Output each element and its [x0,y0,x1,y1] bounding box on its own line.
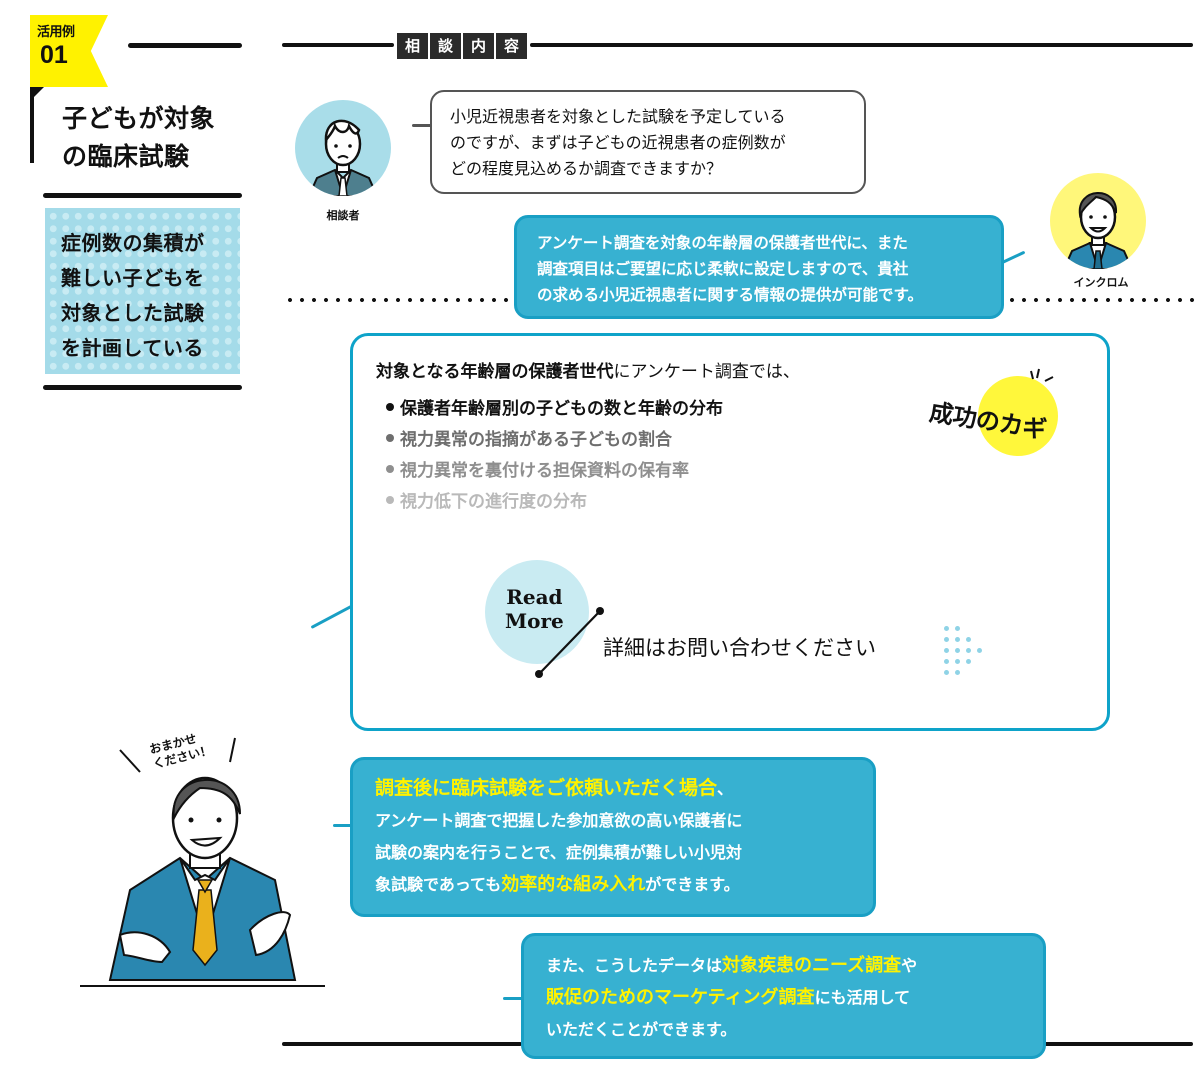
worried-man-icon [307,119,379,196]
case-title: 子どもが対象 の臨床試験 [62,104,216,171]
bullet-icon [386,465,394,473]
divider-title [43,193,242,198]
key-lead: 対象となる年齢層の保護者世代にアンケート調査では、 [376,362,800,382]
emphasis-lines-icon [1030,368,1054,382]
read-more-button[interactable] [485,560,589,664]
section-bottom-line-right [1044,1042,1193,1046]
section-line-right [530,43,1193,47]
company-label: インクロム [1073,276,1129,289]
success-key-circle [978,376,1058,456]
consultation-badge: 相 談 内 容 [397,33,529,63]
issue-box: 症例数の集積が 難しい子どもを 対象とした試験 を計画している [45,208,240,374]
dotted-separator-right [1006,298,1200,302]
flag-pole [30,87,44,163]
section-line-left [282,43,394,47]
result2-connector [503,997,525,1000]
case-label: 活用例 [37,25,75,40]
bullet-icon [386,403,394,411]
case-number: 01 [40,41,68,69]
question-bubble: 小児近視患者を対象とした試験を予定している のですが、まずは子どもの近視患者の症… [430,90,866,194]
smiling-man-icon [1062,192,1134,269]
contact-link[interactable]: 詳細はお問い合わせください [603,636,876,660]
key-point-item: 視力異常の指摘がある子どもの割合 [386,425,723,456]
result-bubble-marketing: また、こうしたデータは対象疾患のニーズ調査や 販促のためのマーケティング調査にも… [521,933,1046,1059]
bullet-icon [386,434,394,442]
result-bubble-clinical-trial: 調査後に臨床試験をご依頼いただく場合、 アンケート調査で把握した参加意欲の高い保… [350,757,876,917]
case-number-flag: 活用例 01 [30,15,108,87]
answer-connector [1000,250,1026,265]
consultant-label: 相談者 [326,209,360,222]
answer-bubble: アンケート調査を対象の年齢層の保護者世代に、また 調査項目はご要望に応じ柔軟に設… [514,215,1004,319]
key-point-list: 保護者年齢層別の子どもの数と年齢の分布 視力異常の指摘がある子どもの割合 視力異… [386,394,723,518]
divider-issue [43,385,242,390]
consultant-avatar [295,100,391,196]
staff-illustration [80,737,325,987]
company-avatar [1050,173,1146,269]
read-more-label[interactable]: Read More [505,585,564,633]
divider-top-left [128,43,242,48]
bullet-icon [386,496,394,504]
key-point-item: 保護者年齢層別の子どもの数と年齢の分布 [386,394,723,425]
arrow-line-icon [535,607,604,678]
key-point-item: 視力低下の進行度の分布 [386,487,723,518]
result1-connector [333,824,353,827]
question-connector [412,124,434,127]
dotted-separator-left [284,298,512,302]
section-bottom-line-left [282,1042,522,1046]
key-point-item: 視力異常を裏付ける担保資料の保有率 [386,456,723,487]
